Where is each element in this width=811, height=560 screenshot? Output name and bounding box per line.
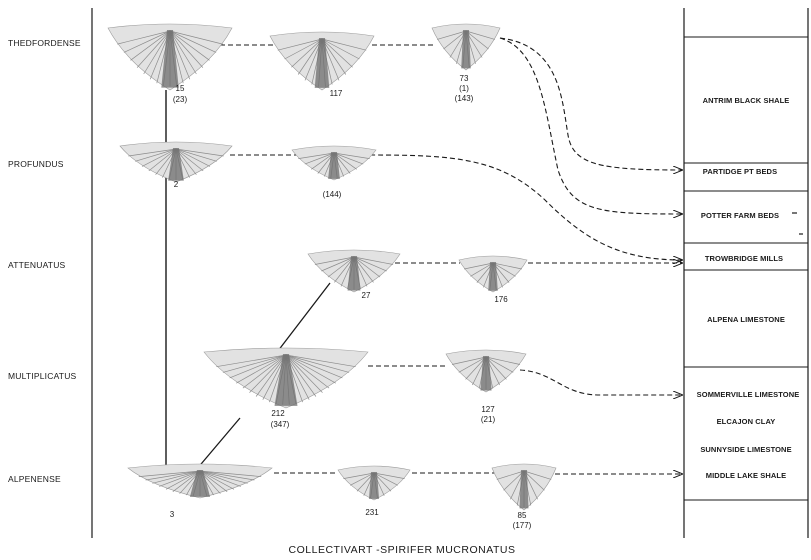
stratum-label: ALPENA LIMESTONE: [707, 315, 785, 324]
dashed-arrow-to-partidge: [500, 38, 682, 170]
fossil-shell: [204, 348, 368, 408]
specimen-number: 127: [481, 405, 495, 414]
specimen-number: (144): [323, 190, 342, 199]
specimen-number: 3: [170, 510, 175, 519]
lineage-line: [196, 418, 240, 470]
specimen-number: 117: [330, 89, 343, 98]
figure-caption: COLLECTIVART -SPIRIFER MUCRONATUS: [289, 544, 516, 556]
species-label: ATTENUATUS: [8, 260, 66, 270]
fossil-shell: [308, 250, 400, 292]
stratum-label: TROWBRIDGE MILLS: [705, 254, 783, 263]
species-label: PROFUNDUS: [8, 159, 64, 169]
specimen-number: (143): [455, 94, 474, 103]
species-label: ALPENENSE: [8, 474, 61, 484]
dashed-arrow-to-trowbridge: [370, 155, 682, 260]
stratum-label: PARTIDGE PT BEDS: [703, 167, 777, 176]
fossil-shell: [108, 24, 232, 90]
shell-fold: [520, 470, 529, 508]
fossil-shell: [432, 24, 500, 70]
strata-labels: ANTRIM BLACK SHALE PARTIDGE PT BEDS POTT…: [697, 96, 800, 480]
fossil-shell: [459, 256, 527, 292]
dashed-arrow-to-sommerville: [520, 370, 682, 395]
species-label: MULTIPLICATUS: [8, 371, 77, 381]
fossil-shell: [446, 350, 526, 392]
specimen-number: (347): [271, 420, 290, 429]
dashed-arrow-to-potter: [500, 38, 682, 214]
specimen-number: 27: [362, 291, 371, 300]
species-labels: THEDFORDENSE PROFUNDUS ATTENUATUS MULTIP…: [8, 38, 81, 484]
specimen-number: (21): [481, 415, 496, 424]
specimen-numbers: 15 (23) 117 73 (1) (143) 2 (144) 27 176 …: [170, 74, 532, 530]
fossil-shell: [338, 466, 410, 500]
strata-dividers: [684, 37, 808, 500]
specimen-number: 176: [494, 295, 508, 304]
specimen-number: (177): [513, 521, 532, 530]
fossil-shell: [270, 32, 374, 90]
fossil-shell: [128, 464, 272, 498]
stratum-label: ANTRIM BLACK SHALE: [703, 96, 790, 105]
specimen-number: 212: [271, 409, 285, 418]
fossil-shell: [492, 464, 556, 510]
species-label: THEDFORDENSE: [8, 38, 81, 48]
specimen-number: 85: [518, 511, 527, 520]
dashed-connectors: [220, 38, 682, 474]
stratum-label: SUNNYSIDE LIMESTONE: [700, 445, 791, 454]
specimen-number: (1): [459, 84, 469, 93]
stratum-label: SOMMERVILLE LIMESTONE: [697, 390, 800, 399]
specimen-number: 15: [176, 84, 185, 93]
stratum-label: POTTER FARM BEDS: [701, 211, 779, 220]
stratum-label: ELCAJON CLAY: [717, 417, 776, 426]
specimen-number: 2: [174, 180, 179, 189]
fossil-shell: [292, 146, 376, 180]
specimen-number: 231: [365, 508, 379, 517]
specimen-number: 73: [460, 74, 469, 83]
stratum-label: MIDDLE LAKE SHALE: [706, 471, 786, 480]
fossil-shell: [120, 142, 232, 182]
specimen-number: (23): [173, 95, 188, 104]
